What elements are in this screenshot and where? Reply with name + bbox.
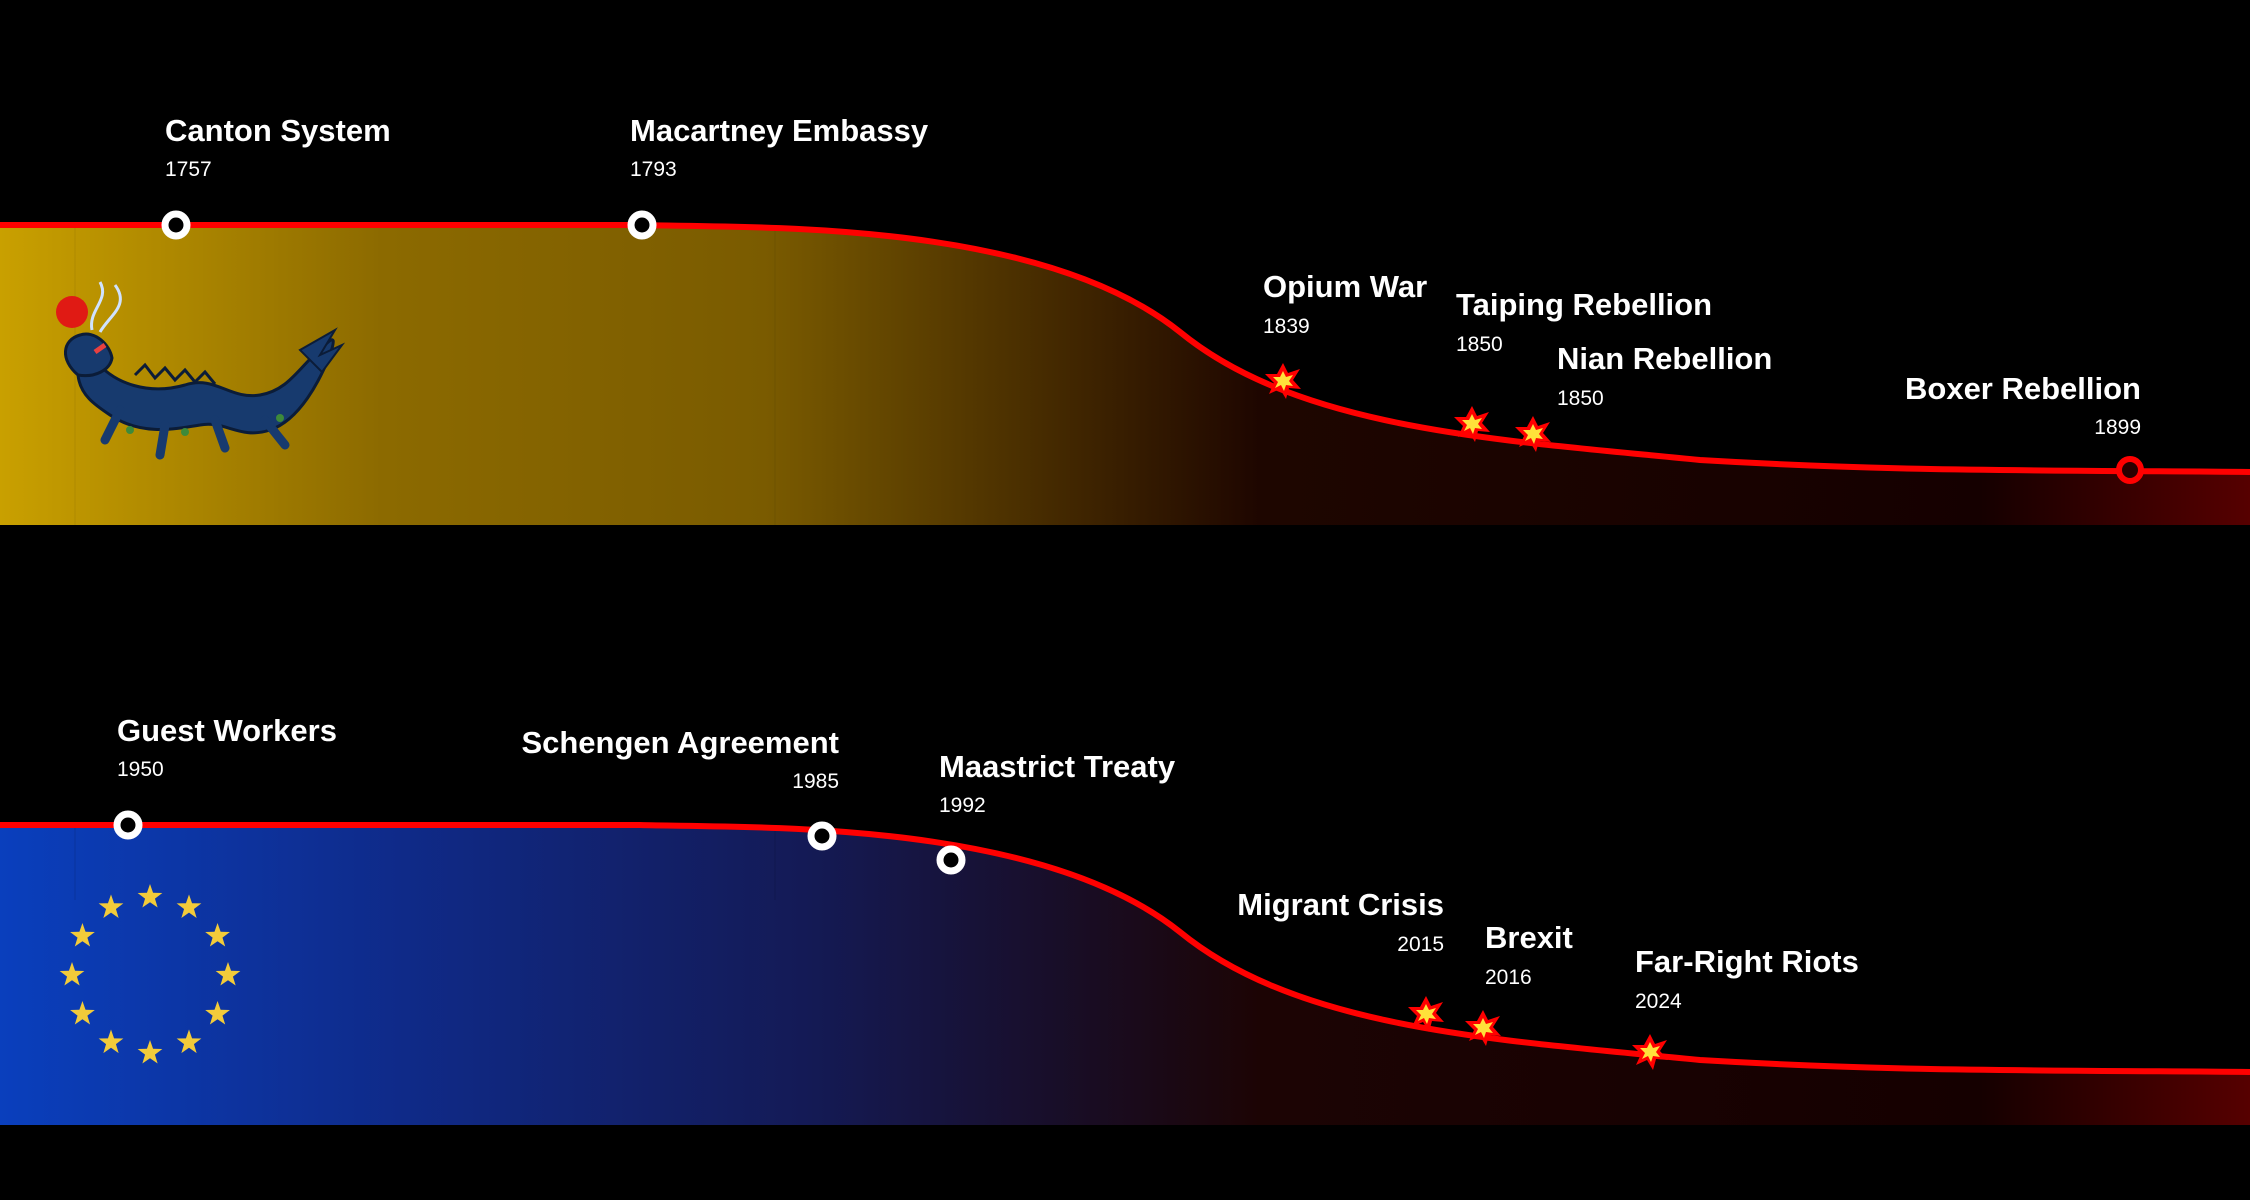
event-title: Nian Rebellion (1557, 341, 1772, 376)
event-marker (113, 810, 143, 840)
event-far-right-riots[interactable]: Far-Right Riots 2024 (1632, 944, 1859, 1070)
event-title: Canton System (165, 113, 391, 148)
event-year: 1950 (117, 758, 164, 781)
event-year: 1850 (1557, 387, 1604, 410)
eu-area (0, 825, 2250, 1125)
event-year: 2024 (1635, 990, 1682, 1013)
event-year: 1985 (792, 770, 839, 793)
event-macartney-embassy[interactable]: Macartney Embassy 1793 (627, 113, 929, 240)
event-marker (627, 210, 657, 240)
event-nian-rebellion[interactable]: Nian Rebellion 1850 (1515, 341, 1772, 452)
dragon-icon (56, 281, 346, 460)
event-marker (2116, 456, 2144, 484)
event-year: 1992 (939, 794, 986, 817)
event-title: Taiping Rebellion (1456, 287, 1712, 322)
event-year: 1793 (630, 158, 677, 181)
event-boxer-rebellion[interactable]: Boxer Rebellion 1899 (1905, 371, 2144, 484)
event-title: Opium War (1263, 269, 1427, 304)
event-marker (807, 821, 837, 851)
event-guest-workers[interactable]: Guest Workers 1950 (113, 713, 337, 840)
event-brexit[interactable]: Brexit 2016 (1465, 920, 1573, 1046)
event-title: Boxer Rebellion (1905, 371, 2141, 406)
qing-panel: Canton System 1757 Macartney Embassy 1793Op… (0, 113, 2250, 525)
event-year: 1850 (1456, 333, 1503, 356)
event-year: 1757 (165, 158, 212, 181)
event-title: Brexit (1485, 920, 1573, 955)
event-year: 1899 (2094, 416, 2141, 439)
event-opium-war[interactable]: Opium War 1839 (1263, 269, 1427, 399)
event-title: Guest Workers (117, 713, 337, 748)
event-migrant-crisis[interactable]: Migrant Crisis 2015 (1237, 887, 1444, 1032)
event-marker (936, 845, 966, 875)
event-year: 1839 (1263, 315, 1310, 338)
event-title: Far-Right Riots (1635, 944, 1859, 979)
eu-timeline-line (0, 822, 2250, 1075)
event-year: 2015 (1397, 933, 1444, 956)
event-schengen-agreement[interactable]: Schengen Agreement 1985 (521, 725, 839, 851)
event-taiping-rebellion[interactable]: Taiping Rebellion 1850 (1454, 287, 1712, 442)
qing-timeline-line (0, 222, 2250, 475)
qing-area (0, 225, 2250, 525)
event-canton-system[interactable]: Canton System 1757 (161, 113, 391, 240)
event-year: 2016 (1485, 966, 1532, 989)
event-title: Migrant Crisis (1237, 887, 1444, 922)
event-title: Schengen Agreement (521, 725, 839, 760)
event-marker (161, 210, 191, 240)
event-title: Maastrict Treaty (939, 749, 1176, 784)
event-title: Macartney Embassy (630, 113, 929, 148)
event-maastrict-treaty[interactable]: Maastrict Treaty 1992 (936, 749, 1176, 875)
